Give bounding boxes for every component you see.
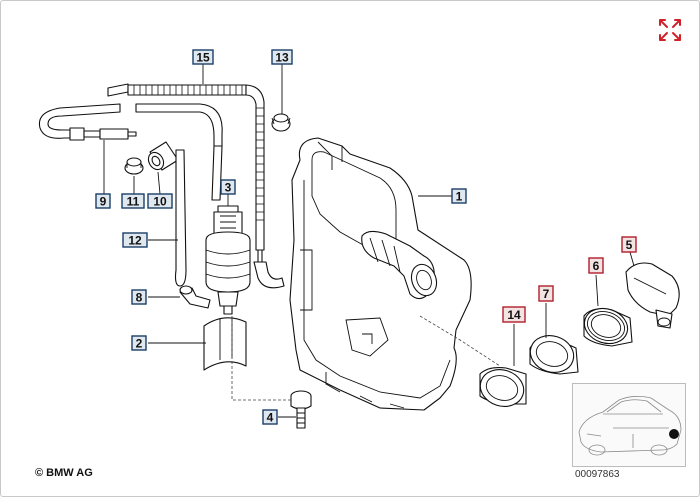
callout-label: 13 — [275, 51, 289, 65]
callout-12[interactable]: 12 — [122, 232, 148, 248]
hose-coupler — [147, 141, 179, 171]
expand-arrows-icon[interactable] — [657, 17, 683, 43]
callout-label: 1 — [456, 190, 463, 204]
corrugated-hose — [107, 83, 285, 289]
callout-15[interactable]: 15 — [192, 49, 214, 65]
washer-hose-long — [174, 149, 187, 287]
filler-ring-7 — [529, 335, 579, 375]
callout-label: 6 — [593, 259, 600, 273]
vehicle-thumbnail — [572, 383, 686, 467]
grommet-13 — [271, 113, 291, 132]
callout-11[interactable]: 11 — [121, 193, 145, 209]
callout-1[interactable]: 1 — [451, 188, 467, 204]
callout-13[interactable]: 13 — [271, 49, 293, 65]
callout-14[interactable]: 14 — [502, 306, 526, 323]
callout-6[interactable]: 6 — [588, 257, 604, 274]
elbow-connector — [179, 285, 211, 309]
washer-reservoir — [289, 137, 472, 411]
callout-4[interactable]: 4 — [262, 409, 278, 425]
callout-label: 9 — [100, 195, 107, 209]
copyright-text: © BMW AG — [35, 467, 93, 479]
rubber-grommet — [124, 157, 144, 175]
callout-label: 15 — [196, 51, 210, 65]
callout-label: 3 — [225, 181, 232, 195]
callout-7[interactable]: 7 — [538, 285, 554, 302]
washer-pump — [205, 205, 251, 315]
callout-label: 14 — [507, 308, 521, 322]
callout-2[interactable]: 2 — [131, 335, 147, 351]
callout-9[interactable]: 9 — [95, 193, 111, 209]
filler-cap-5 — [625, 262, 680, 329]
pump-sleeve — [203, 317, 247, 371]
callout-10[interactable]: 10 — [147, 193, 173, 209]
washer-hose-upper — [38, 103, 223, 201]
callout-label: 11 — [127, 195, 140, 209]
mounting-screw — [290, 390, 312, 429]
car-outline-icon — [578, 396, 682, 456]
callout-label: 8 — [136, 291, 143, 305]
callout-5[interactable]: 5 — [621, 236, 637, 253]
callout-label: 5 — [626, 238, 633, 252]
callout-label: 7 — [543, 287, 550, 301]
callout-8[interactable]: 8 — [131, 289, 147, 305]
document-number: 00097863 — [575, 469, 620, 480]
callout-label: 2 — [136, 337, 143, 351]
leader-lines — [103, 63, 635, 418]
filler-neck-6 — [583, 307, 633, 347]
callout-3[interactable]: 3 — [220, 179, 236, 195]
callout-label: 4 — [267, 411, 274, 425]
callout-label: 12 — [128, 234, 142, 248]
reservoir-seal-14 — [479, 367, 527, 407]
callout-label: 10 — [153, 195, 167, 209]
